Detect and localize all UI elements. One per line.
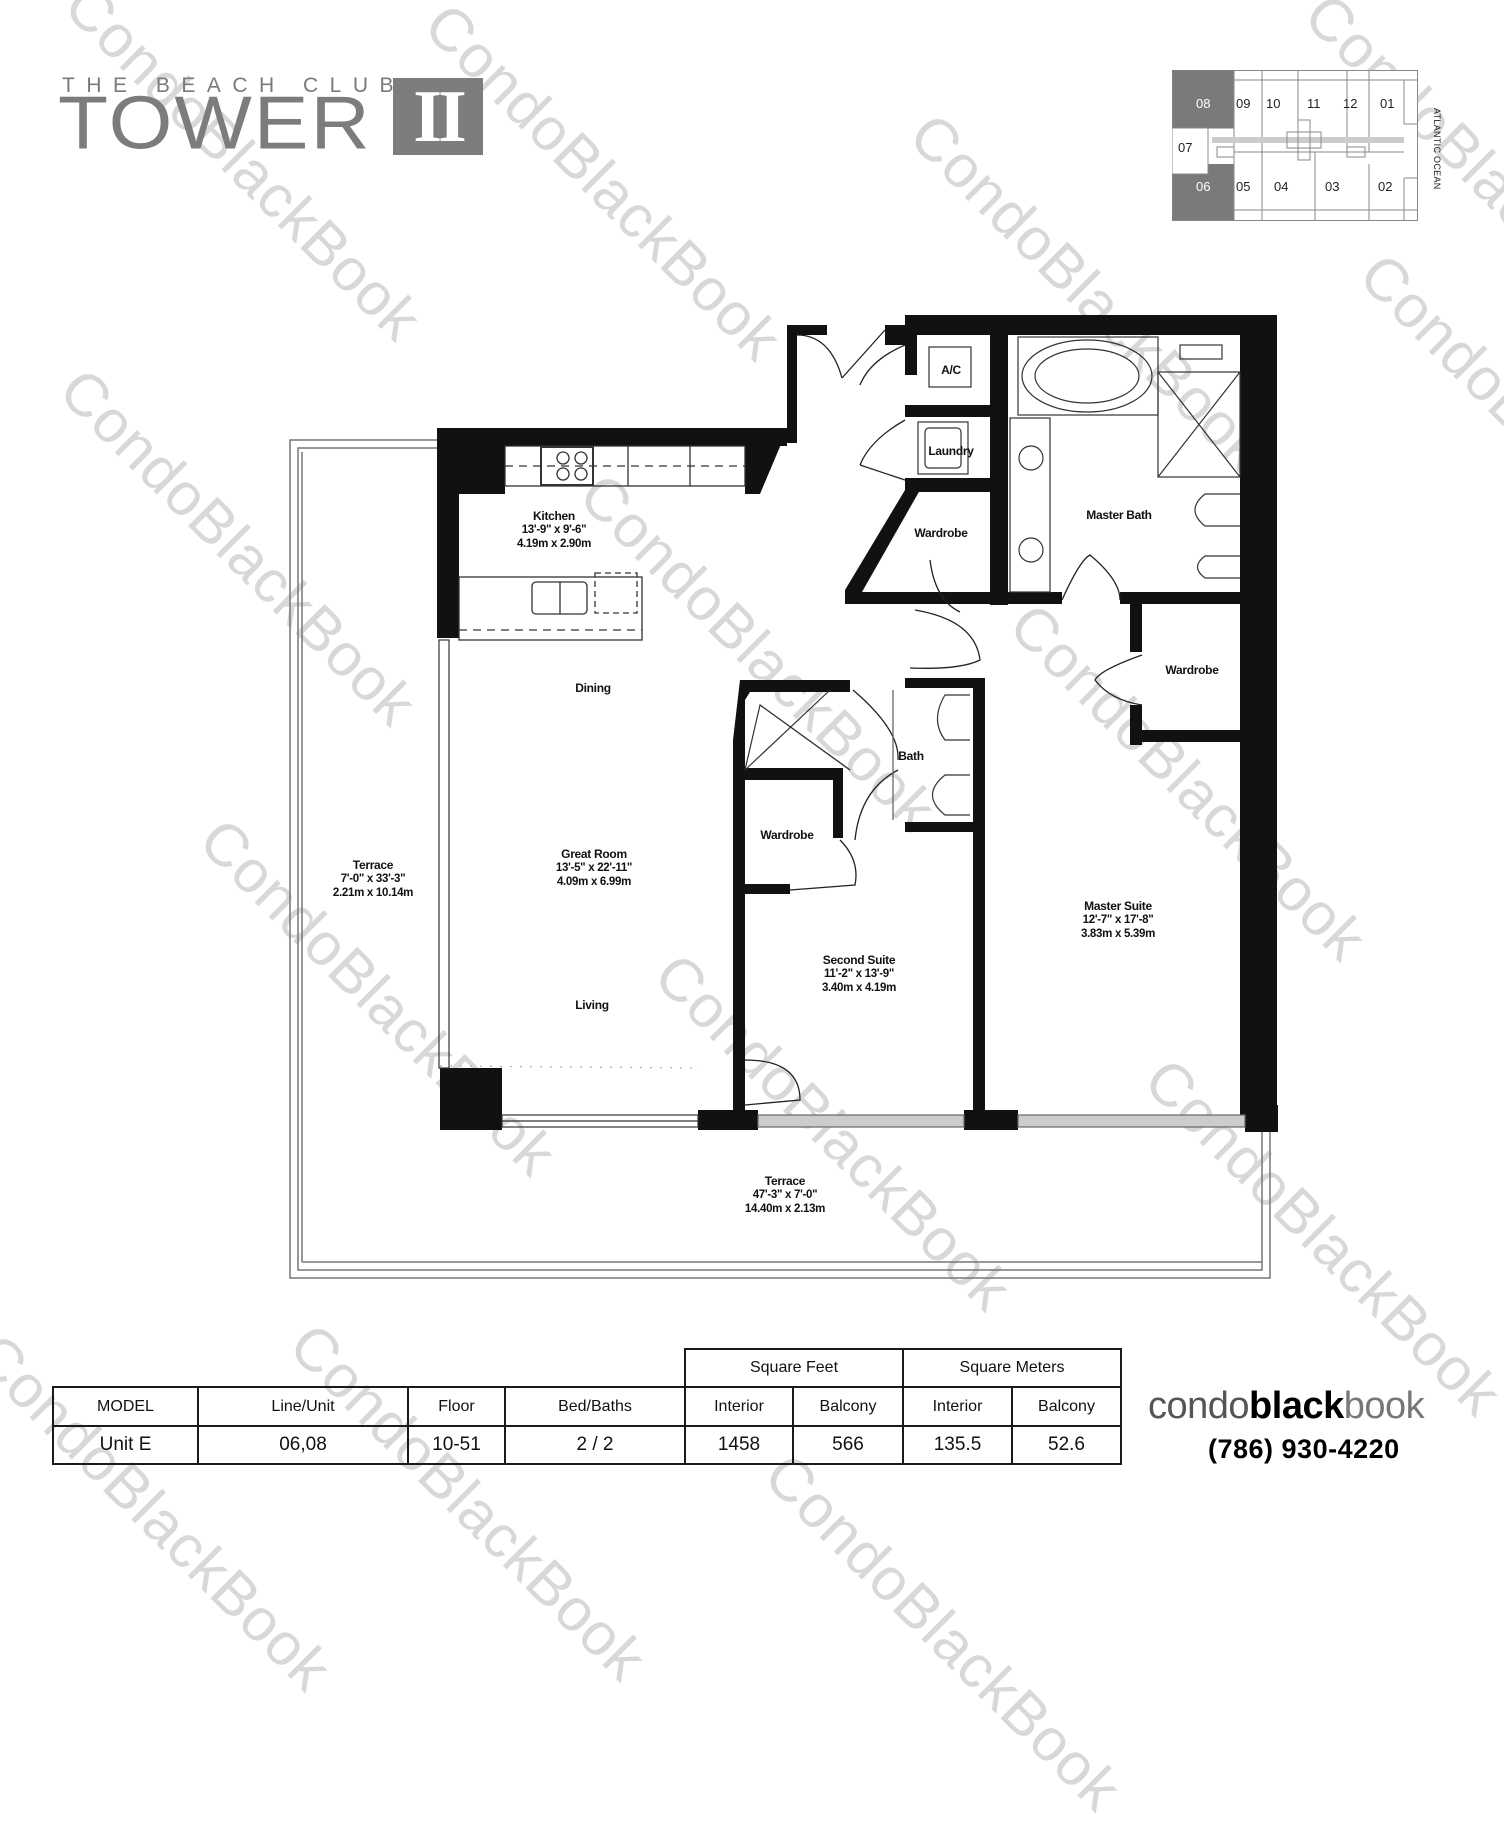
- room-master-bath: Master Bath: [1086, 508, 1152, 522]
- fixtures: [439, 336, 1241, 1069]
- logo-numeral: II: [413, 75, 467, 158]
- keyplan-unit-12: 12: [1343, 96, 1358, 111]
- doors: [744, 329, 1143, 1106]
- header-sqft-interior: Interior: [684, 1386, 794, 1427]
- header-sqft-balcony: Balcony: [792, 1386, 904, 1427]
- keyplan-unit-09: 09: [1236, 96, 1251, 111]
- keyplan-unit-05: 05: [1236, 179, 1251, 194]
- room-dim-m: 4.19m x 2.90m: [516, 538, 592, 550]
- header-square-meters: Square Meters: [902, 1348, 1122, 1388]
- table-row: Unit E 06,08 10-51 2 / 2 1458 566 135.5 …: [52, 1425, 1122, 1465]
- table-group-header-row: Square Feet Square Meters: [53, 1348, 1122, 1388]
- table-header-row: MODEL Line/Unit Floor Bed/Baths Interior…: [52, 1386, 1122, 1427]
- room-dim-ft: 47'-3" x 7'-0": [752, 1189, 818, 1201]
- header-bed-baths: Bed/Baths: [504, 1386, 686, 1427]
- keyplan-unit-10: 10: [1266, 96, 1281, 111]
- brand-logo: condoblackbook: [1148, 1385, 1425, 1427]
- header-sqm-interior: Interior: [902, 1386, 1013, 1427]
- unit-spec-table: Square Feet Square Meters MODEL Line/Uni…: [52, 1348, 1122, 1465]
- keyplan-unit-06: 06: [1196, 179, 1211, 194]
- keyplan-unit-07: 07: [1178, 140, 1193, 155]
- room-dim-ft: 13'-9" x 9'-6": [521, 524, 587, 536]
- room-wardrobe-hall: Wardrobe: [914, 526, 968, 540]
- windows: [438, 639, 1246, 1128]
- room-name: Kitchen: [533, 509, 575, 523]
- cell-floor: 10-51: [407, 1425, 506, 1465]
- floor-plan-drawing: [289, 315, 1278, 1279]
- cell-sqm-interior: 135.5: [902, 1425, 1013, 1465]
- cell-bed-baths: 2 / 2: [504, 1425, 686, 1465]
- room-name: Terrace: [352, 858, 394, 872]
- brand-phone: (786) 930-4220: [1208, 1434, 1400, 1464]
- logo-numeral-badge: II: [393, 78, 483, 155]
- room-dim-m: 4.09m x 6.99m: [556, 876, 632, 888]
- room-name: Terrace: [764, 1174, 806, 1188]
- brand-part-condo: condo: [1148, 1385, 1250, 1427]
- room-wardrobe-second: Wardrobe: [760, 828, 814, 842]
- terrace-railing: [289, 439, 1271, 1279]
- header-square-feet: Square Feet: [684, 1348, 904, 1388]
- key-plan-outline: [1172, 70, 1418, 221]
- cell-line-unit: 06,08: [197, 1425, 409, 1465]
- keyplan-unit-01: 01: [1380, 96, 1395, 111]
- cell-sqm-balcony: 52.6: [1011, 1425, 1122, 1465]
- cell-sqft-interior: 1458: [684, 1425, 794, 1465]
- keyplan-unit-03: 03: [1325, 179, 1340, 194]
- room-name: Second Suite: [822, 953, 896, 967]
- header-line-unit: Line/Unit: [197, 1386, 409, 1427]
- header-floor: Floor: [407, 1386, 506, 1427]
- room-dining: Dining: [575, 681, 611, 695]
- header-sqm-balcony: Balcony: [1011, 1386, 1122, 1427]
- header-model: MODEL: [52, 1386, 199, 1427]
- room-dim-ft: 12'-7" x 17'-8": [1082, 914, 1154, 926]
- brand-part-black: black: [1249, 1385, 1344, 1427]
- cell-model: Unit E: [52, 1425, 199, 1465]
- room-dim-m: 14.40m x 2.13m: [744, 1203, 826, 1215]
- keyplan-unit-11: 11: [1307, 96, 1321, 111]
- ocean-orientation-label: ATLANTIC OCEAN: [1432, 108, 1442, 190]
- room-living: Living: [575, 998, 609, 1012]
- room-dim-m: 2.21m x 10.14m: [332, 887, 414, 899]
- room-bath: Bath: [898, 749, 924, 763]
- room-ac: A/C: [941, 363, 961, 377]
- cell-sqft-balcony: 566: [792, 1425, 904, 1465]
- key-plan: 08 09 10 11 12 01 07 06 05 04 03 02: [1172, 70, 1425, 221]
- room-laundry: Laundry: [928, 444, 974, 458]
- room-dim-ft: 7'-0" x 33'-3": [340, 873, 406, 885]
- logo-title: TOWER: [58, 81, 372, 166]
- room-dim-m: 3.83m x 5.39m: [1080, 928, 1156, 940]
- room-name: Great Room: [561, 847, 627, 861]
- keyplan-unit-02: 02: [1378, 179, 1393, 194]
- keyplan-unit-08: 08: [1196, 96, 1211, 111]
- room-dim-ft: 11'-2" x 13'-9": [823, 968, 895, 980]
- kitchen-counters: [458, 445, 746, 641]
- brand-part-book: book: [1343, 1385, 1425, 1427]
- room-dim-ft: 13'-5" x 22'-11": [555, 862, 633, 874]
- keyplan-unit-04: 04: [1274, 179, 1289, 194]
- room-wardrobe-master: Wardrobe: [1165, 663, 1219, 677]
- room-name: Master Suite: [1084, 899, 1152, 913]
- walls: [437, 315, 1278, 1132]
- logo-subtitle: THE BEACH CLUB: [62, 74, 406, 97]
- room-dim-m: 3.40m x 4.19m: [821, 982, 897, 994]
